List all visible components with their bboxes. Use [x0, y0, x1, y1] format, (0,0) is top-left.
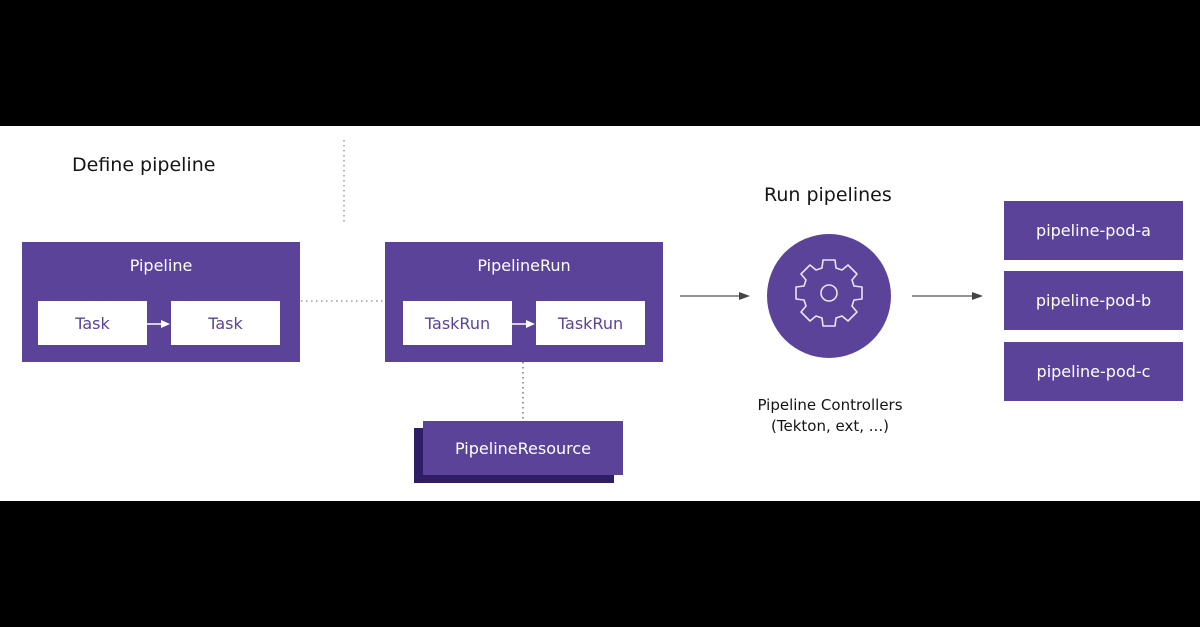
pipelinerun-title: PipelineRun: [477, 256, 571, 275]
pipeline-controller-node[interactable]: [767, 234, 891, 358]
pod-box[interactable]: pipeline-pod-b: [1004, 271, 1183, 330]
taskrun-box[interactable]: TaskRun: [403, 301, 512, 345]
pipeline-title: Pipeline: [129, 256, 193, 275]
task-box[interactable]: Task: [171, 301, 280, 345]
pipelineresource-box[interactable]: PipelineResource: [423, 421, 623, 475]
controller-caption: Pipeline Controllers (Tekton, ext, ...): [730, 395, 930, 437]
task-box[interactable]: Task: [38, 301, 147, 345]
task-flow-arrow: [147, 320, 170, 328]
taskrun-box[interactable]: TaskRun: [536, 301, 645, 345]
pod-box[interactable]: pipeline-pod-c: [1004, 342, 1183, 401]
pipelinerun-box[interactable]: PipelineRun TaskRun TaskRun: [385, 242, 663, 362]
pod-box[interactable]: pipeline-pod-a: [1004, 201, 1183, 260]
pipeline-box[interactable]: Pipeline Task Task: [22, 242, 300, 362]
controller-caption-line1: Pipeline Controllers: [757, 396, 903, 414]
controller-caption-line2: (Tekton, ext, ...): [771, 417, 889, 435]
define-pipeline-heading: Define pipeline: [72, 154, 216, 176]
run-pipelines-heading: Run pipelines: [764, 184, 892, 206]
gear-icon: [795, 259, 863, 327]
taskrun-flow-arrow: [512, 320, 535, 328]
